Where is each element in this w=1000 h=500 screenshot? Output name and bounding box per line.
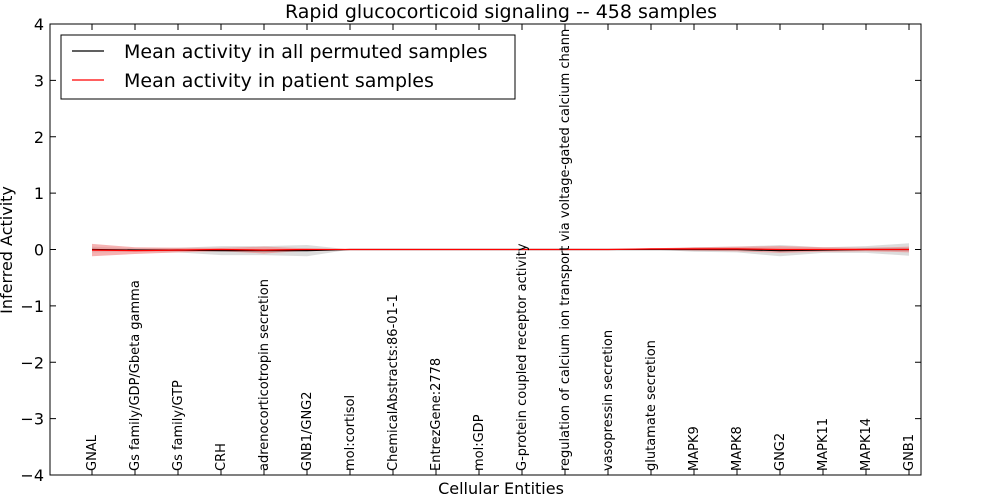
x-category-label: CRH bbox=[214, 443, 229, 471]
y-tick-label: 0 bbox=[34, 241, 44, 260]
legend-label-permuted: Mean activity in all permuted samples bbox=[124, 41, 487, 63]
series-0-band bbox=[92, 243, 909, 257]
x-category-label: adrenocorticotropin secretion bbox=[257, 279, 272, 471]
x-category-label: GNB1/GNG2 bbox=[300, 391, 315, 471]
y-tick-label: 4 bbox=[34, 15, 44, 34]
y-tick-label: −4 bbox=[20, 466, 44, 485]
x-category-label: MAPK11 bbox=[816, 418, 831, 471]
x-category-label: vasopressin secretion bbox=[601, 330, 616, 471]
y-tick-label: −3 bbox=[20, 410, 44, 429]
x-category-label: GNAL bbox=[85, 434, 100, 471]
x-category-label: regulation of calcium ion transport via … bbox=[558, 29, 573, 471]
x-category-label: glutamate secretion bbox=[644, 340, 659, 471]
y-axis-title: Inferred Activity bbox=[0, 186, 16, 314]
x-category-label: mol:GDP bbox=[472, 414, 487, 471]
series-1-line bbox=[91, 248, 909, 252]
x-category-label: G-protein coupled receptor activity bbox=[515, 243, 530, 471]
x-category-label: MAPK8 bbox=[730, 426, 745, 471]
legend-label-patient: Mean activity in patient samples bbox=[124, 70, 434, 92]
chart-title: Rapid glucocorticoid signaling -- 458 sa… bbox=[285, 1, 717, 23]
y-tick-label: 1 bbox=[34, 184, 44, 203]
y-tick-label: 2 bbox=[34, 128, 44, 147]
x-category-label: GNG2 bbox=[773, 433, 788, 471]
x-axis-title: Cellular Entities bbox=[438, 479, 564, 498]
x-category-label: GNB1 bbox=[902, 434, 917, 471]
x-category-label: MAPK14 bbox=[859, 418, 874, 471]
x-category-label: EntrezGene:2778 bbox=[429, 358, 444, 471]
y-tick-label: −1 bbox=[20, 297, 44, 316]
x-category-label: Gs family/GDP/Gbeta gamma bbox=[128, 280, 143, 471]
y-tick-label: 3 bbox=[34, 71, 44, 90]
x-category-label: Gs family/GTP bbox=[171, 380, 186, 471]
y-tick-label: −2 bbox=[20, 353, 44, 372]
legend-frame bbox=[60, 34, 516, 100]
x-category-label: mol:cortisol bbox=[343, 395, 358, 471]
x-category-label: MAPK9 bbox=[687, 426, 702, 471]
legend: Mean activity in all permuted samples Me… bbox=[60, 34, 516, 100]
x-category-label: ChemicalAbstracts:86-01-1 bbox=[386, 294, 401, 471]
